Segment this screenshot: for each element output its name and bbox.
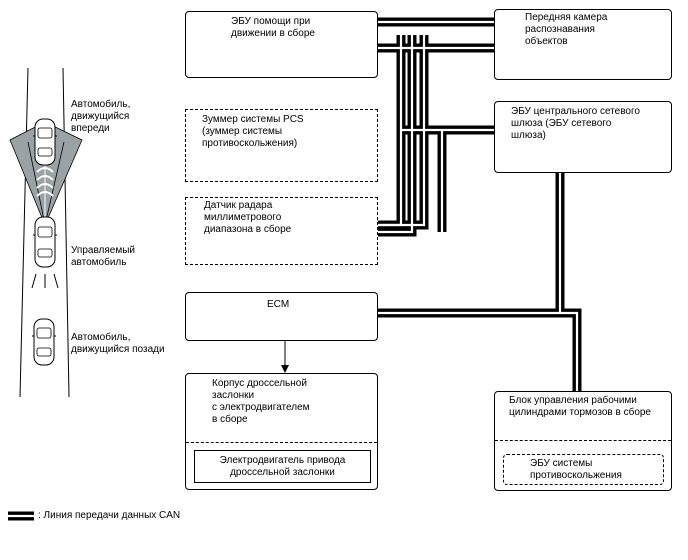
car-ahead-icon: [33, 118, 57, 166]
throttle-body-separator: [186, 442, 377, 443]
road-left-edge: [19, 67, 29, 398]
driving-support-ecu-label: ЭБУ помощи при движении в сборе: [231, 16, 315, 39]
driving-support-ecu-box: ЭБУ помощи при движении в сборе: [185, 11, 378, 78]
ecm-box: ECM: [185, 292, 378, 341]
car-behind-label: Автомобиль, движущийся позади: [71, 332, 165, 355]
controlled-car-label: Управляемый автомобиль: [71, 245, 135, 268]
brake-actuator-label: Блок управления рабочими цилиндрами торм…: [509, 395, 651, 418]
throttle-motor-label: Электродвигатель привода дроссельной зас…: [219, 455, 346, 478]
brake-actuator-box: Блок управления рабочими цилиндрами торм…: [494, 391, 672, 491]
central-gateway-ecu-label: ЭБУ центрального сетевого шлюза (ЭБУ сет…: [511, 106, 640, 141]
ecm-label: ECM: [267, 299, 290, 310]
detection-fan: [9, 121, 83, 227]
arrow-down-icon: [281, 365, 289, 373]
skid-control-ecu-box: ЭБУ системы противоскольжения: [503, 454, 664, 485]
pcs-buzzer-label: Зуммер системы PCS (зуммер системы проти…: [202, 114, 304, 149]
mmw-radar-sensor-box: Датчик радара миллиметрового диапазона в…: [185, 197, 378, 265]
throttle-motor-box: Электродвигатель привода дроссельной зас…: [194, 450, 371, 483]
brake-actuator-separator: [495, 440, 671, 441]
can-bus-lines: [378, 17, 582, 391]
radar-wave-icon: [36, 167, 54, 173]
throttle-body-box: Корпус дроссельной заслонки с электродви…: [185, 373, 378, 490]
car-behind-icon: [32, 318, 56, 366]
front-camera-box: Передняя камера распознавания объектов: [494, 9, 672, 80]
controlled-car-icon: [33, 216, 57, 268]
ecm-to-throttle-arrow: [281, 341, 289, 373]
car-ahead-label: Автомобиль, движущийся впереди: [71, 99, 131, 134]
pcs-buzzer-box: Зуммер системы PCS (зуммер системы проти…: [185, 109, 378, 182]
legend-can-label: : Линия передачи данных CAN: [38, 510, 181, 521]
skid-control-ecu-label: ЭБУ системы противоскольжения: [530, 458, 622, 481]
road: [19, 67, 70, 398]
throttle-body-label: Корпус дроссельной заслонки с электродви…: [212, 378, 310, 425]
central-gateway-ecu-box: ЭБУ центрального сетевого шлюза (ЭБУ сет…: [494, 101, 672, 173]
mmw-radar-sensor-label: Датчик радара миллиметрового диапазона в…: [204, 200, 292, 235]
road-right-edge: [62, 67, 70, 398]
motion-marks-icon: [31, 273, 59, 289]
front-camera-label: Передняя камера распознавания объектов: [525, 12, 608, 47]
